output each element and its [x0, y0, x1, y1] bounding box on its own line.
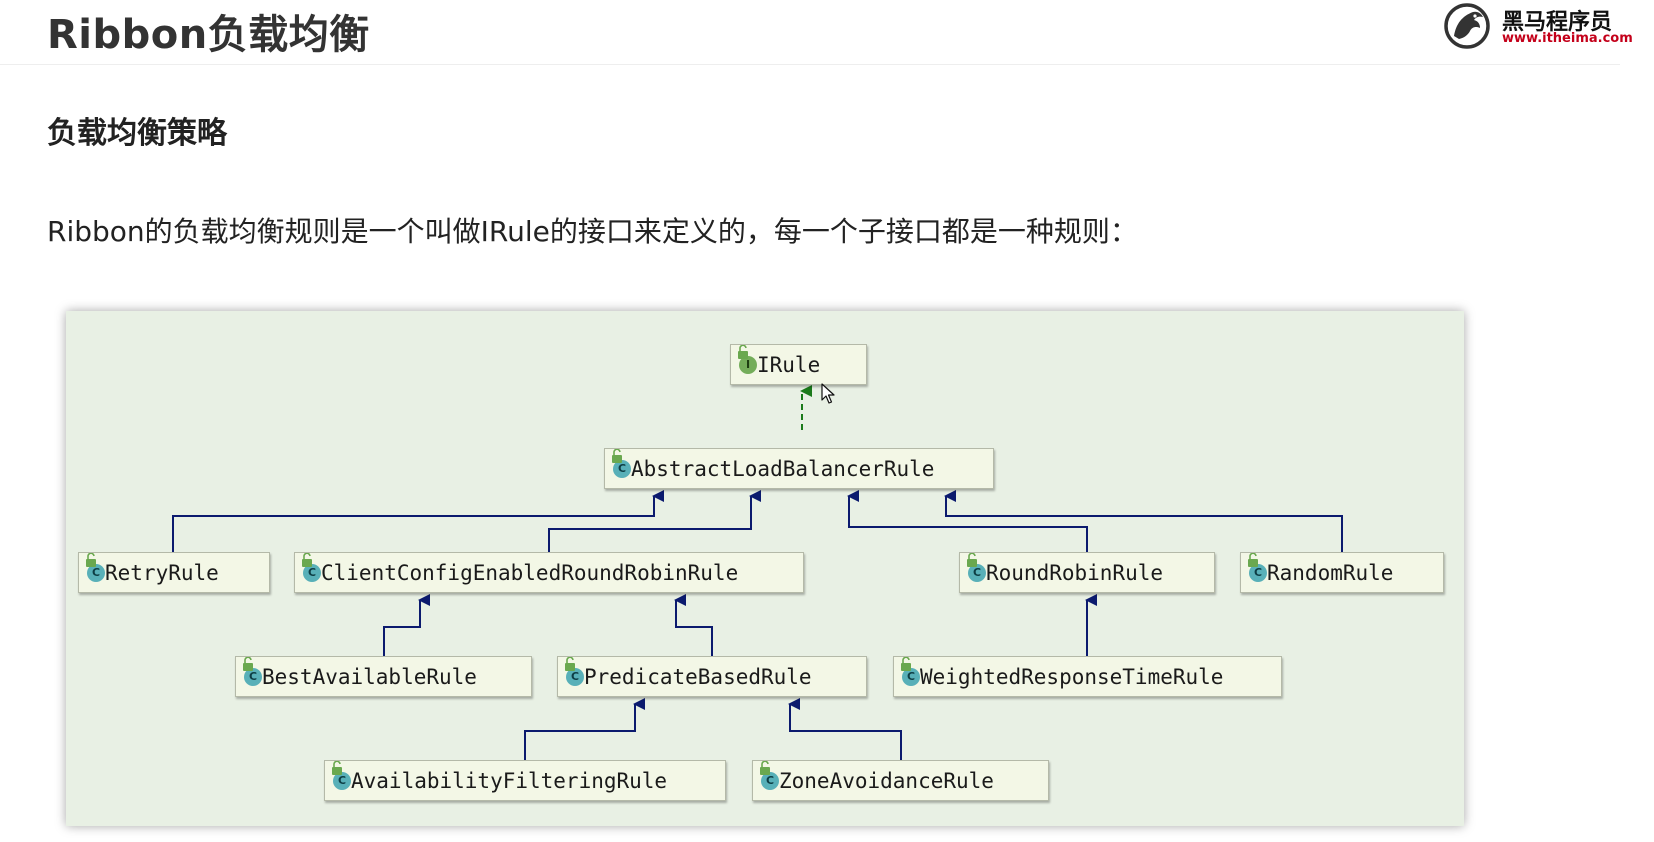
- edge-best-available-extends-client-config: [383, 594, 430, 658]
- logo-brand-text: 黑马程序员: [1502, 10, 1613, 35]
- class-name: IRule: [757, 352, 821, 377]
- class-node-irule[interactable]: I IRule: [730, 344, 867, 385]
- unlocked-icon: [612, 449, 622, 463]
- mouse-cursor-icon: [821, 383, 835, 404]
- class-name: ZoneAvoidanceRule: [779, 768, 994, 793]
- class-badge-icon: C: [902, 667, 920, 686]
- edge-random-extends-abstract: [944, 490, 1343, 554]
- class-name: AvailabilityFilteringRule: [351, 768, 668, 793]
- class-name: AbstractLoadBalancerRule: [631, 456, 935, 481]
- class-name: ClientConfigEnabledRoundRobinRule: [321, 560, 739, 585]
- class-badge-icon: C: [1249, 563, 1267, 582]
- class-badge-icon: C: [968, 563, 986, 582]
- unlocked-icon: [1248, 553, 1258, 567]
- class-node-random-rule[interactable]: C RandomRule: [1240, 552, 1444, 593]
- unlocked-icon: [738, 345, 748, 359]
- section-heading: 负载均衡策略: [47, 116, 227, 151]
- edge-predicate-extends-client-config: [674, 594, 713, 658]
- unlocked-icon: [565, 657, 575, 671]
- intro-paragraph: Ribbon的负载均衡规则是一个叫做IRule的接口来定义的，每一个子接口都是一…: [47, 215, 1138, 248]
- diagram-edges: [172, 385, 1343, 762]
- class-name: RetryRule: [105, 560, 219, 585]
- abstract-class-badge-icon: C: [613, 459, 631, 478]
- unlocked-icon: [901, 657, 911, 671]
- class-node-abstract-load-balancer-rule[interactable]: C AbstractLoadBalancerRule: [604, 448, 994, 489]
- class-name: WeightedResponseTimeRule: [920, 664, 1224, 689]
- unlocked-icon: [967, 553, 977, 567]
- class-node-availability-filtering-rule[interactable]: C AvailabilityFilteringRule: [324, 760, 726, 801]
- unlocked-icon: [760, 761, 770, 775]
- class-badge-icon: C: [244, 667, 262, 686]
- edge-round-robin-extends-abstract: [847, 490, 1088, 554]
- itheima-logo: 黑马程序员 www.itheima.com: [1442, 2, 1633, 50]
- class-badge-icon: C: [333, 771, 351, 790]
- horse-logo-icon: [1444, 3, 1490, 49]
- class-badge-icon: C: [303, 563, 321, 582]
- class-node-weighted-response-time-rule[interactable]: C WeightedResponseTimeRule: [893, 656, 1282, 697]
- slide-title: Ribbon负载均衡: [47, 12, 370, 58]
- edge-zone-avoidance-extends-predicate: [788, 698, 902, 762]
- class-node-client-config-enabled-round-robin-rule[interactable]: C ClientConfigEnabledRoundRobinRule: [294, 552, 804, 593]
- class-name: PredicateBasedRule: [584, 664, 812, 689]
- logo-url-text: www.itheima.com: [1502, 31, 1633, 46]
- edge-retry-extends-abstract: [172, 490, 664, 554]
- class-node-predicate-based-rule[interactable]: C PredicateBasedRule: [557, 656, 867, 697]
- unlocked-icon: [86, 553, 96, 567]
- class-node-retry-rule[interactable]: C RetryRule: [78, 552, 270, 593]
- class-name: BestAvailableRule: [262, 664, 477, 689]
- slide-header: Ribbon负载均衡 黑马程序员 www.itheima.com: [0, 0, 1633, 65]
- class-name: RoundRobinRule: [986, 560, 1164, 585]
- class-badge-icon: C: [87, 563, 105, 582]
- interface-badge-icon: I: [739, 355, 757, 374]
- edge-availability-extends-predicate: [524, 698, 645, 762]
- unlocked-icon: [302, 553, 312, 567]
- edge-client-config-extends-abstract: [548, 490, 761, 554]
- abstract-class-badge-icon: C: [566, 667, 584, 686]
- class-node-best-available-rule[interactable]: C BestAvailableRule: [235, 656, 532, 697]
- unlocked-icon: [332, 761, 342, 775]
- class-node-zone-avoidance-rule[interactable]: C ZoneAvoidanceRule: [752, 760, 1049, 801]
- class-node-round-robin-rule[interactable]: C RoundRobinRule: [959, 552, 1215, 593]
- class-hierarchy-diagram: I IRule C AbstractLoadBalancerRule C Ret…: [66, 311, 1464, 826]
- class-name: RandomRule: [1267, 560, 1394, 585]
- class-badge-icon: C: [761, 771, 779, 790]
- unlocked-icon: [243, 657, 253, 671]
